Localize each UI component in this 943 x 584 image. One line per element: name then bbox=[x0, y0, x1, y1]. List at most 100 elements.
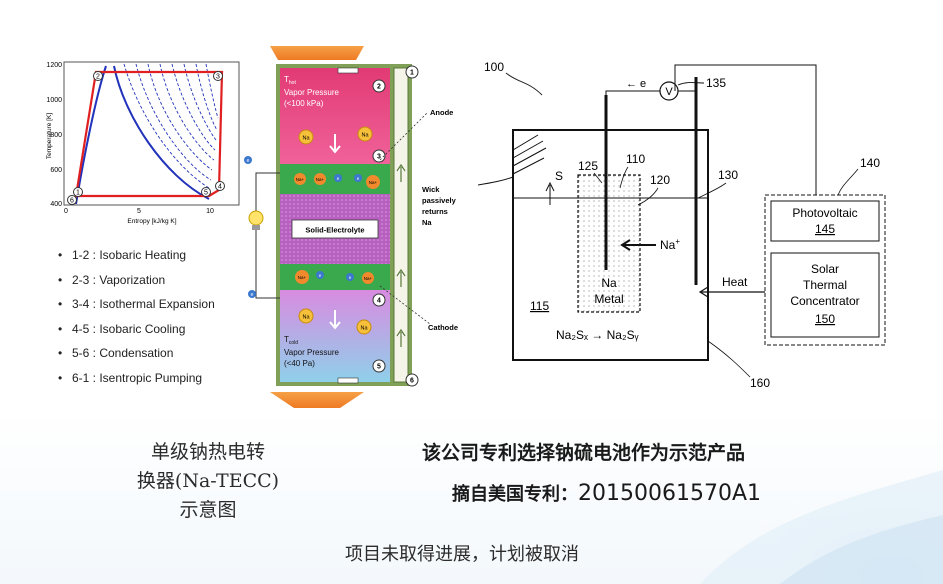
ref-label: 145 bbox=[815, 222, 835, 236]
heat-arrow bbox=[698, 286, 765, 298]
liquid-port bbox=[337, 377, 359, 384]
leader-line bbox=[707, 340, 751, 378]
svg-text:Na: Na bbox=[361, 133, 369, 139]
hot-pressure-label: Vapor Pressure bbox=[284, 88, 340, 97]
photovoltaic-box bbox=[770, 200, 880, 242]
photovoltaic-label: Photovoltaic bbox=[792, 206, 857, 220]
cycle-path bbox=[74, 70, 224, 198]
leader-line bbox=[677, 82, 705, 86]
patent-source-prefix: 摘自美国专利： bbox=[452, 484, 578, 505]
svg-text:Na: Na bbox=[302, 315, 310, 321]
ref-label: 150 bbox=[815, 312, 835, 326]
svg-text:1: 1 bbox=[410, 70, 414, 77]
svg-text:2: 2 bbox=[377, 84, 381, 91]
svg-text:e: e bbox=[337, 176, 340, 181]
list-item: 1-2 : Isobaric Heating bbox=[58, 243, 215, 268]
ref-label: 130 bbox=[718, 168, 738, 182]
svg-text:e: e bbox=[319, 273, 322, 278]
ion-row-anode: Na+ Na+ e e Na+ bbox=[294, 173, 380, 189]
t-hot-label: Thot bbox=[284, 75, 296, 86]
svg-text:e: e bbox=[349, 275, 352, 280]
patent-figure: 100 S V ← e 135 125 110 120 130 Na+ Na M… bbox=[478, 57, 940, 393]
solid-electrolyte-label-box bbox=[291, 219, 379, 239]
svg-text:Na: Na bbox=[360, 326, 368, 332]
external-circuit bbox=[255, 172, 280, 299]
wick-label: Na bbox=[422, 218, 432, 227]
na-ion-label: Na+ bbox=[660, 237, 680, 252]
svg-text:4: 4 bbox=[218, 184, 222, 191]
vapor-line bbox=[113, 65, 210, 200]
state-points: 1 2 3 4 5 6 bbox=[67, 71, 225, 205]
left-caption: 单级钠热电转 换器(Na-TECC) 示意图 bbox=[108, 438, 308, 525]
caption-line: 示意图 bbox=[179, 499, 237, 521]
x-tick: 10 bbox=[206, 208, 214, 215]
ref-label: 160 bbox=[750, 376, 770, 390]
reaction-label: Na₂Sₓ → Na₂Sᵧ bbox=[556, 328, 639, 342]
svg-text:1: 1 bbox=[76, 190, 80, 197]
plot-frame bbox=[63, 61, 240, 206]
isobar-lines bbox=[123, 63, 219, 189]
solar-system-box bbox=[764, 194, 886, 346]
voltmeter bbox=[659, 81, 679, 101]
svg-text:Na: Na bbox=[302, 136, 310, 142]
anode-label: Anode bbox=[430, 108, 453, 117]
cold-pressure-label: Vapor Pressure bbox=[284, 348, 340, 357]
ref-label: 135 bbox=[706, 76, 726, 90]
y-tick: 1200 bbox=[46, 62, 62, 69]
cold-pressure-value: (<40 Pa) bbox=[284, 359, 315, 368]
svg-text:e: e bbox=[357, 176, 360, 181]
heat-in-arrow bbox=[270, 46, 364, 60]
na-ion-arrow bbox=[620, 239, 656, 251]
na-metal-label: Na bbox=[601, 276, 617, 290]
svg-text:3: 3 bbox=[216, 74, 220, 81]
wick-label: passively bbox=[422, 196, 457, 205]
sulfur-inlet bbox=[478, 134, 555, 205]
wick bbox=[393, 67, 409, 383]
ref-label: 125 bbox=[578, 159, 598, 173]
ion-row-cathode: Na+ e e Na+ bbox=[295, 270, 374, 284]
cycle-steps-list: 1-2 : Isobaric Heating 2-3 : Vaporizatio… bbox=[58, 243, 215, 391]
na-atom: Na bbox=[356, 319, 372, 335]
ref-label: 140 bbox=[860, 156, 880, 170]
ref-label: 100 bbox=[484, 60, 504, 74]
leader-line bbox=[837, 168, 859, 196]
svg-text:6: 6 bbox=[70, 198, 74, 205]
x-tick: 5 bbox=[137, 208, 141, 215]
solar-thermal-label: Thermal bbox=[803, 278, 847, 292]
wick-up-arrows bbox=[396, 163, 406, 347]
na-atom: Na bbox=[357, 126, 373, 142]
bottom-caption: 项目未取得进展，计划被取消 bbox=[345, 544, 579, 565]
leader-line bbox=[697, 182, 727, 199]
svg-text:Na+: Na+ bbox=[316, 177, 325, 182]
na-atom: Na bbox=[298, 129, 314, 145]
svg-text:4: 4 bbox=[377, 298, 381, 305]
wire bbox=[675, 77, 697, 92]
wire bbox=[605, 90, 663, 95]
solid-electrolyte-label: Solid-Electrolyte bbox=[305, 226, 364, 235]
svg-text:Na+: Na+ bbox=[364, 276, 373, 281]
electron-flow: e e bbox=[244, 156, 256, 298]
solar-thermal-label: Concentrator bbox=[790, 294, 859, 308]
solar-thermal-label: Solar bbox=[811, 262, 839, 276]
x-tick: 0 bbox=[64, 208, 68, 215]
leader-line bbox=[505, 72, 543, 96]
voltmeter-label: V bbox=[665, 86, 673, 98]
list-item: 3-4 : Isothermal Expansion bbox=[58, 292, 215, 317]
lightbulb-icon bbox=[248, 210, 264, 230]
y-tick: 400 bbox=[50, 201, 62, 208]
svg-text:Na+: Na+ bbox=[369, 180, 378, 185]
solar-thermal-box bbox=[770, 252, 880, 338]
vapor-port bbox=[337, 67, 359, 74]
cathode-leader bbox=[379, 285, 431, 325]
list-item: 5-6 : Condensation bbox=[58, 341, 215, 366]
pv-wire bbox=[674, 64, 817, 195]
cathode-label: Cathode bbox=[428, 323, 458, 332]
hot-pressure-value: (<100 kPa) bbox=[284, 99, 324, 108]
list-item: 6-1 : Isentropic Pumping bbox=[58, 366, 215, 391]
leader-line bbox=[593, 172, 603, 184]
heat-label: Heat bbox=[722, 275, 748, 289]
t-cold-label: Tcold bbox=[284, 335, 298, 346]
patent-number: 20150061570A1 bbox=[578, 481, 762, 506]
svg-text:2: 2 bbox=[96, 74, 100, 81]
list-item: 2-3 : Vaporization bbox=[58, 268, 215, 293]
